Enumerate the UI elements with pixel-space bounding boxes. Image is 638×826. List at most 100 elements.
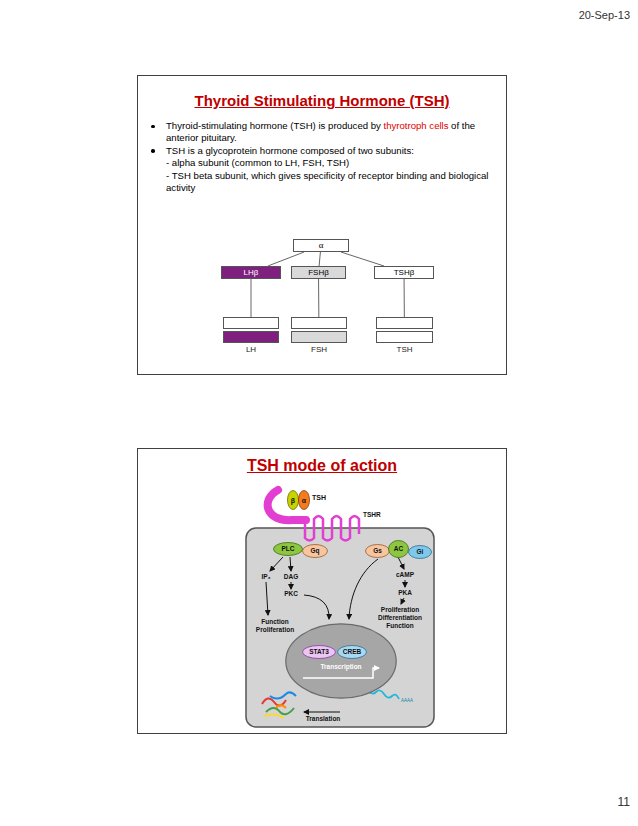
- subunit-box: α: [293, 239, 349, 252]
- protein-name: CREB: [343, 649, 361, 656]
- g-protein: Gq: [302, 544, 328, 558]
- protein-ribbon: [266, 708, 294, 714]
- signal-arrows: [266, 557, 405, 712]
- bullet-text: thyrotroph cells: [383, 120, 448, 131]
- alpha-subunit-box: [291, 317, 347, 329]
- alpha-subunit-box: [376, 317, 433, 329]
- hormone-dimer: FSH: [291, 317, 347, 357]
- arrow: [349, 559, 378, 619]
- arrow: [405, 580, 406, 587]
- beta-subunit-box: [291, 331, 347, 343]
- connector: [341, 252, 384, 266]
- subunit-name: FSHβ: [308, 269, 329, 277]
- protein-shape: [366, 545, 390, 558]
- protein-name: α: [302, 497, 306, 504]
- slide-title: Thyroid Stimulating Hormone (TSH): [138, 92, 506, 110]
- connector: [404, 279, 405, 317]
- bullet-item: - TSH beta subunit, which gives specific…: [166, 170, 498, 194]
- arrow: [270, 557, 283, 571]
- subunit-name: LHβ: [244, 269, 259, 277]
- arrow: [291, 582, 292, 589]
- date-stamp: 20-Sep-13: [560, 9, 630, 22]
- bullet-text: - TSH beta subunit, which gives specific…: [166, 170, 488, 193]
- protein-name: Gs: [373, 548, 382, 555]
- protein-shape: [288, 491, 299, 510]
- bullet-text: - alpha subunit (common to LH, FSH, TSH): [166, 157, 349, 168]
- subunit-box: TSHβ: [374, 266, 434, 279]
- slide-frame: Thyroid Stimulating Hormone (TSH) Thyroid…: [137, 75, 507, 375]
- effect-label: Proliferation Differentiation Function: [368, 606, 432, 629]
- signal-protein: AC: [388, 540, 409, 558]
- hormone-name: FSH: [291, 346, 347, 355]
- beta-subunit-box: [376, 331, 433, 343]
- hormone-name: TSH: [376, 346, 433, 355]
- bullet-dot: [151, 125, 155, 129]
- protein-ribbon: [264, 714, 284, 718]
- poly-a-label: AAAA: [401, 698, 421, 703]
- receptor-loops: [305, 516, 359, 541]
- protein-shape: [303, 545, 328, 558]
- g-protein: Gs: [365, 544, 390, 558]
- page-number: 11: [590, 795, 630, 809]
- hormone-label: TSH: [312, 494, 342, 502]
- arrow: [398, 557, 404, 569]
- hormone-subunit: β: [287, 490, 299, 510]
- effect-label: Function Proliferation: [247, 618, 303, 634]
- bullet-item: Thyroid-stimulating hormone (TSH) is pro…: [166, 120, 498, 144]
- bullet-item: - alpha subunit (common to LH, FSH, TSH): [166, 157, 498, 169]
- messenger-label: IP₃: [254, 573, 278, 581]
- protein-name: AC: [394, 546, 403, 553]
- bullet-dot: [151, 149, 155, 153]
- connector: [318, 279, 319, 317]
- subunit-box: LHβ: [221, 266, 281, 279]
- protein-name: STAT3: [309, 649, 329, 656]
- g-protein: Gi: [408, 545, 432, 559]
- subunit-name: α: [319, 241, 324, 250]
- bullet-item: TSH is a glycoprotein hormone composed o…: [166, 145, 498, 157]
- process-label: Translation: [297, 715, 349, 723]
- messenger-label: DAG: [279, 573, 303, 581]
- protein-ribbon: [270, 692, 296, 698]
- protein-name: Gi: [417, 549, 424, 556]
- protein-name: PLC: [282, 546, 295, 553]
- protein-name: β: [291, 497, 295, 504]
- hormone-subunit: α: [298, 490, 310, 510]
- bullet-text: TSH is a glycoprotein hormone composed o…: [166, 145, 414, 156]
- protein-shape: [303, 646, 336, 659]
- messenger-label: cAMP: [390, 571, 420, 579]
- subunit-name: TSHβ: [394, 269, 415, 277]
- protein-ribbon: [276, 705, 286, 708]
- protein-shape: [338, 646, 367, 659]
- transcription-factor: STAT3: [302, 645, 336, 659]
- protein-structure: [262, 692, 296, 718]
- slide-frame: TSH mode of action βαPLC Gq Gs AC GiTranscrip…: [137, 448, 507, 734]
- subunit-box: FSHβ: [291, 266, 346, 279]
- nucleus-outline: [285, 623, 397, 699]
- nucleus-shape: [286, 624, 396, 698]
- bullet-list: Thyroid-stimulating hormone (TSH) is pro…: [166, 120, 498, 194]
- arrow: [401, 598, 404, 604]
- alpha-subunit-box: [223, 317, 279, 329]
- nucleus: Transcription STAT3 CREB: [285, 623, 397, 699]
- arrow: [266, 582, 268, 615]
- cell-body: [246, 528, 434, 727]
- signal-protein: PLC: [273, 542, 303, 556]
- beta-subunit-box: [223, 331, 279, 343]
- bullet-text: Thyroid-stimulating hormone (TSH) is pro…: [166, 120, 381, 131]
- arrow: [290, 557, 291, 571]
- slide-title: TSH mode of action: [138, 456, 506, 475]
- connector: [268, 252, 304, 266]
- protein-shape: [299, 491, 310, 510]
- process-name: Transcription: [285, 663, 397, 670]
- hormone-dimer: TSH: [376, 317, 433, 357]
- kinase-label: PKC: [279, 590, 303, 598]
- transcription-factor: CREB: [337, 645, 367, 659]
- hormone-dimer: LH: [223, 317, 279, 357]
- hormone-name: LH: [223, 346, 279, 355]
- receptor-label: TSHR: [363, 511, 393, 519]
- protein-shape: [409, 546, 432, 559]
- connector: [251, 279, 252, 317]
- arrow: [304, 712, 340, 713]
- kinase-label: PKA: [390, 589, 420, 597]
- connector: [319, 252, 320, 266]
